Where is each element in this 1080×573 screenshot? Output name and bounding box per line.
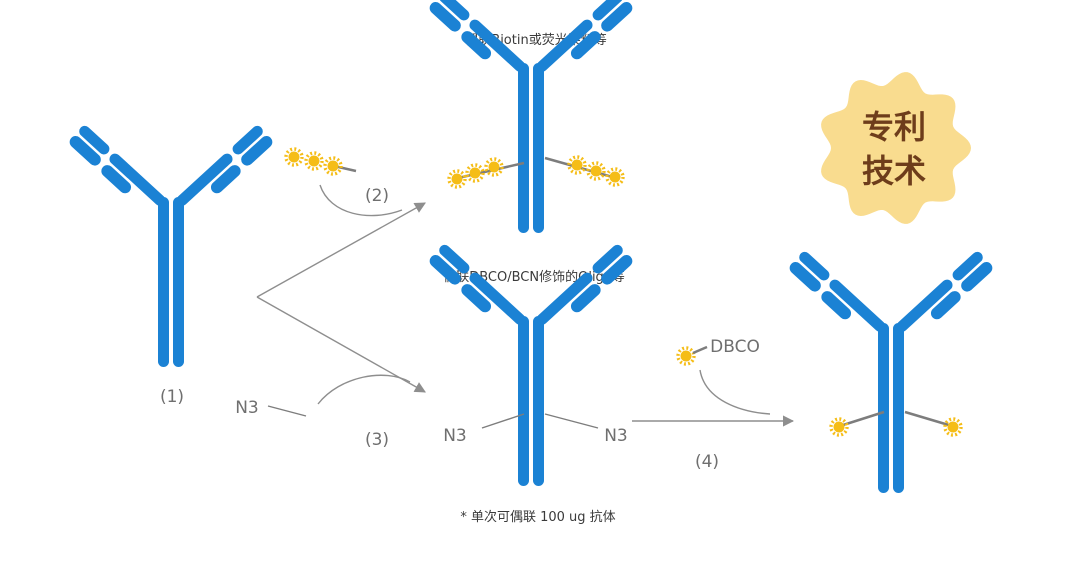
curve-arrow-4 [699, 369, 771, 415]
dye-marker [284, 147, 304, 167]
curve-arrow-3 [317, 374, 411, 405]
free-dye-reagent [284, 147, 357, 176]
dye-marker [447, 169, 467, 189]
badge-shape [821, 72, 971, 224]
dbco-marker [676, 346, 696, 366]
badge-line-2: 技术 [862, 152, 926, 190]
conjugate-marker-left [829, 417, 849, 437]
antibody-4 [787, 249, 995, 493]
step-1-label: (1) [160, 387, 184, 407]
patent-badge: 专利 技术 [821, 72, 971, 224]
dye-marker [484, 157, 504, 177]
caption-bottom: * 单次可偶联 100 ug 抗体 [460, 509, 615, 525]
n3-linker-right [544, 413, 599, 429]
dye-chain-right [544, 155, 625, 187]
dbco-label: DBCO [710, 337, 760, 357]
antibody-1 [67, 123, 275, 368]
conjugate-marker-right [943, 417, 963, 437]
dbco-linker [692, 345, 708, 355]
arrow-to-step-2 [256, 202, 426, 298]
dye-marker [304, 151, 324, 171]
curve-arrow-2 [319, 184, 403, 217]
step-4-label: (4) [695, 452, 719, 472]
n3-label-left: N3 [443, 426, 467, 446]
conjugate-linker-right [904, 410, 953, 428]
step-2-label: (2) [365, 186, 389, 206]
n3-linker-left [481, 413, 525, 429]
dye-chain-left [447, 157, 525, 189]
n3-reagent-linker [267, 405, 307, 417]
step-3-label: (3) [365, 430, 389, 450]
badge-line-1: 专利 [862, 108, 926, 146]
n3-reagent-label: N3 [235, 398, 259, 418]
n3-label-right: N3 [604, 426, 628, 446]
